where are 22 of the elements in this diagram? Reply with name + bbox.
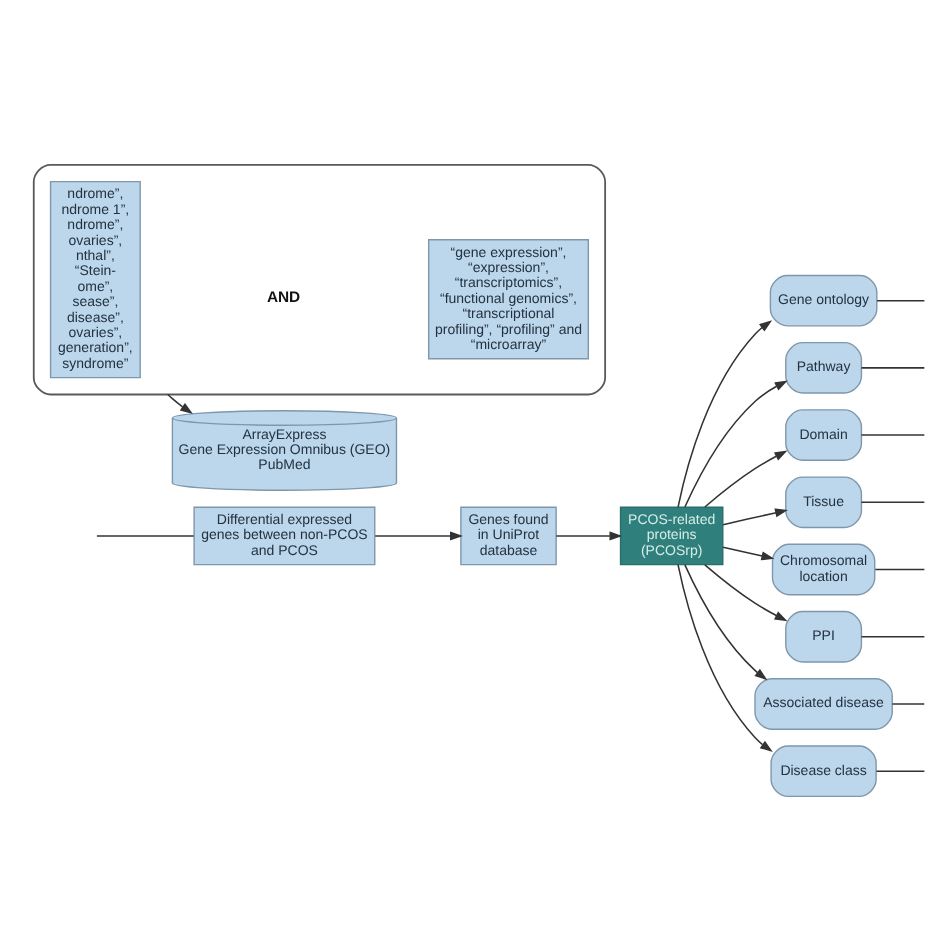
connector xyxy=(891,702,926,704)
arrow xyxy=(722,507,788,525)
connector xyxy=(860,366,926,368)
arrow xyxy=(684,563,768,680)
connector xyxy=(876,298,926,301)
label: AND xyxy=(266,286,301,305)
arrow xyxy=(677,563,773,752)
connector xyxy=(860,433,926,435)
connector xyxy=(874,567,926,570)
connector xyxy=(860,635,926,637)
arrow xyxy=(704,563,788,621)
arrow xyxy=(722,545,775,560)
connector xyxy=(875,769,926,771)
arrow xyxy=(677,319,773,507)
arrow xyxy=(167,392,193,413)
arrow xyxy=(684,379,788,507)
cluster xyxy=(32,162,607,395)
arrow xyxy=(704,449,788,507)
arrow xyxy=(555,530,623,540)
arrow xyxy=(374,530,463,540)
connector xyxy=(860,500,926,503)
connector xyxy=(96,534,195,536)
